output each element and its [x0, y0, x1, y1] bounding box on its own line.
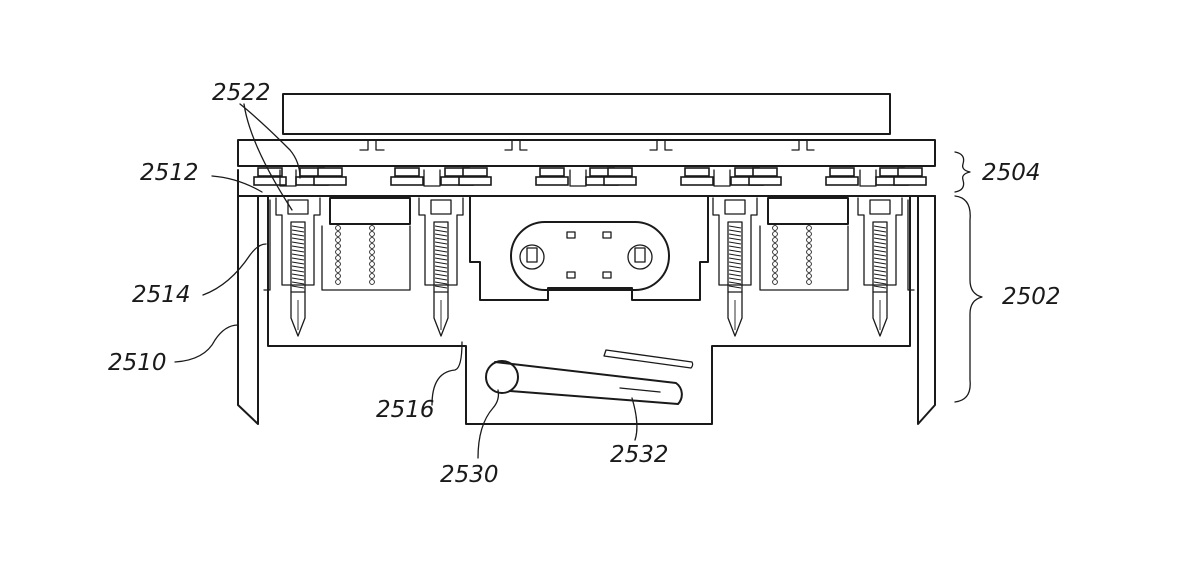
label-2516: 2516	[376, 397, 435, 423]
cam-window	[469, 195, 709, 301]
label-2502: 2502	[1002, 284, 1061, 310]
label-2514: 2514	[132, 282, 191, 308]
pivot-roller	[485, 360, 519, 394]
label-2532: 2532	[610, 442, 669, 468]
label-2530: 2530	[440, 462, 499, 488]
top-plate	[282, 93, 891, 135]
bracket-2502	[954, 195, 983, 403]
pin-modules	[275, 197, 903, 337]
housing	[237, 169, 936, 425]
label-2504: 2504	[982, 160, 1041, 186]
label-2510: 2510	[108, 350, 167, 376]
leader-lines	[174, 103, 638, 459]
cover-layer	[237, 139, 936, 187]
label-2512: 2512	[140, 160, 199, 186]
lever-assembly	[485, 349, 694, 405]
bracket-2504	[954, 151, 971, 193]
label-2522: 2522	[212, 80, 271, 106]
